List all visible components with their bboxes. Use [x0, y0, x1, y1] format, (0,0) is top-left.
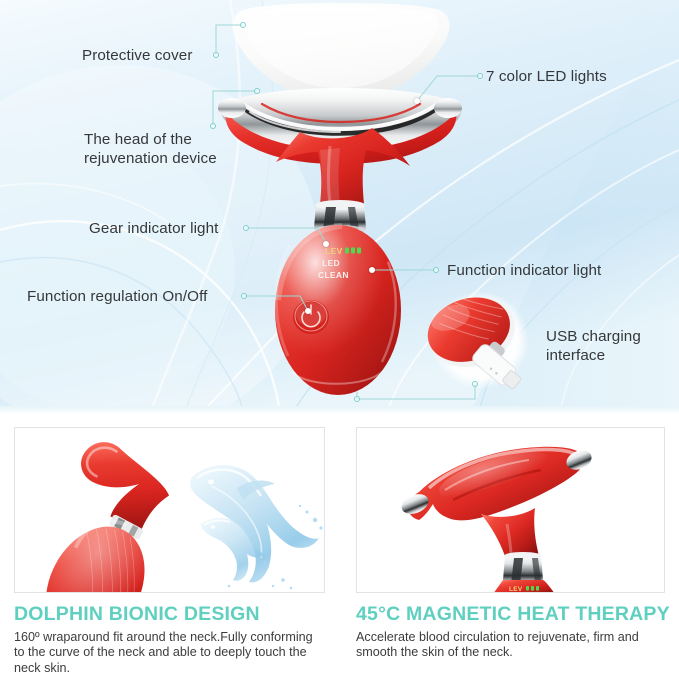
heat-panel-photo: LEV	[356, 427, 665, 593]
hero-bottom-fade	[0, 406, 679, 414]
panel-title-dolphin: DOLPHIN BIONIC DESIGN	[14, 603, 260, 625]
dolphin-small-graphic	[201, 517, 267, 588]
heat-device-body: LEV	[494, 580, 554, 593]
callout-anchor-function-regulation	[305, 308, 311, 314]
callout-dot-function-indicator	[433, 267, 439, 273]
callout-anchor-device-head	[254, 88, 260, 94]
control-panel-markings: LEV LED CLEAN	[318, 246, 361, 280]
device-stem-art	[276, 128, 410, 205]
svg-text:LED: LED	[322, 258, 340, 268]
callout-dot-protective-cover	[213, 52, 219, 58]
svg-text:LEV: LEV	[325, 246, 343, 256]
callout-anchor-function-indicator	[369, 267, 375, 273]
feature-panels: DOLPHIN BIONIC DESIGN 160º wraparound fi…	[0, 414, 679, 679]
callout-label-device-head-line1: The head of the	[84, 131, 192, 148]
callout-dot-led-lights	[477, 73, 483, 79]
dolphin-water-graphic	[190, 465, 323, 590]
callout-anchor-led-lights	[414, 98, 420, 104]
callout-anchor-protective-cover	[240, 22, 246, 28]
callout-label-led-lights: 7 color LED lights	[486, 68, 607, 85]
feature-panel-magnetic-heat-therapy: LEV 45°C MAGNETIC HEAT THERAPY Accelerat…	[340, 414, 679, 679]
callout-dot-usb-end	[472, 381, 478, 387]
panel-body-heat: Accelerate blood circulation to rejuvena…	[356, 630, 639, 660]
callout-dot-function-regulation	[241, 293, 247, 299]
callout-anchor-gear-indicator	[323, 241, 329, 247]
callout-label-device-head: The head of the rejuvenation device	[84, 130, 234, 168]
hero-section: LEV LED CLEAN	[0, 0, 679, 414]
callout-label-usb-charging: USB charging interface	[546, 327, 666, 365]
callout-label-function-indicator: Function indicator light	[447, 262, 602, 279]
chrome-collar-ring	[314, 200, 366, 235]
svg-text:CLEAN: CLEAN	[318, 270, 349, 280]
callout-label-usb-line1: USB charging	[546, 328, 641, 345]
power-button[interactable]	[293, 300, 329, 334]
callout-dot-gear-indicator	[243, 225, 249, 231]
heat-device-head	[401, 446, 592, 521]
callout-dot-device-head	[210, 123, 216, 129]
dolphin-panel-photo	[14, 427, 325, 593]
usb-charging-inset-art	[427, 291, 529, 390]
heat-panel-artwork: LEV	[357, 428, 664, 593]
heat-device-collar	[503, 552, 543, 586]
callout-dot-usb-start	[354, 396, 360, 402]
callout-label-device-head-line2: rejuvenation device	[84, 150, 217, 167]
panel-body-dolphin: 160º wraparound fit around the neck.Full…	[14, 630, 313, 675]
callout-label-protective-cover: Protective cover	[82, 47, 193, 64]
callout-label-function-regulation: Function regulation On/Off	[27, 288, 208, 305]
callout-label-usb-line2: interface	[546, 347, 606, 364]
protective-cover-art	[232, 3, 450, 102]
dolphin-panel-artwork	[15, 428, 324, 592]
svg-text:LEV: LEV	[509, 586, 523, 593]
panel-title-heat: 45°C MAGNETIC HEAT THERAPY	[356, 603, 670, 625]
feature-panel-dolphin-bionic-design: DOLPHIN BIONIC DESIGN 160º wraparound fi…	[0, 414, 339, 679]
callout-label-gear-indicator: Gear indicator light	[89, 220, 219, 237]
